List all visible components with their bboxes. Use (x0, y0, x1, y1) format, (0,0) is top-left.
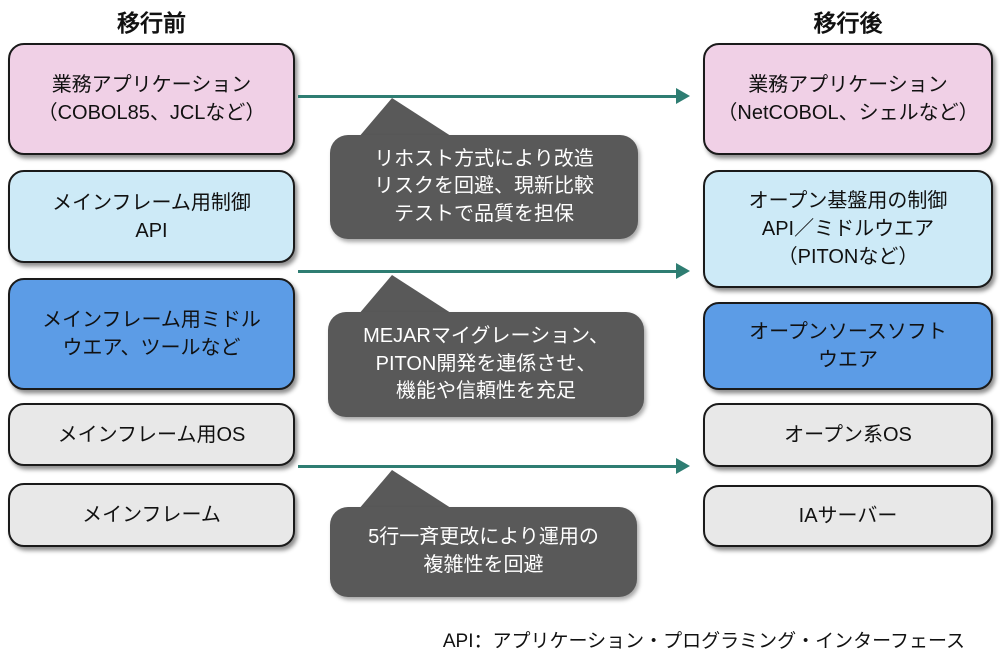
callout-renewal: 5行一斉更改により運用の 複雑性を回避 (330, 507, 637, 597)
after-box-business-app: 業務アプリケーション （NetCOBOL、シェルなど） (703, 43, 993, 155)
api-footnote: API：アプリケーション・プログラミング・インターフェース (442, 631, 965, 652)
after-box-ia-server: IAサーバー (703, 485, 993, 547)
callout-mejar: MEJARマイグレーション、 PITON開発を連係させ、 機能や信頼性を充足 (328, 312, 644, 417)
callout-tail-middle (358, 275, 454, 315)
callout-rehost: リホスト方式により改造 リスクを回避、現新比較 テストで品質を担保 (330, 135, 638, 239)
after-box-control-api: オープン基盤用の制御 API／ミドルウエア （PITONなど） (703, 170, 993, 288)
after-column-title: 移行後 (813, 10, 883, 36)
callout-tail-top (358, 98, 454, 138)
before-box-os: メインフレーム用OS (8, 403, 295, 466)
migration-arrow-top (298, 88, 690, 104)
after-box-open-os: オープン系OS (703, 403, 993, 467)
before-column-title: 移行前 (117, 10, 186, 36)
before-box-mainframe: メインフレーム (8, 483, 295, 547)
before-box-business-app: 業務アプリケーション （COBOL85、JCLなど） (8, 43, 295, 155)
before-box-control-api: メインフレーム用制御 API (8, 170, 295, 263)
after-box-oss: オープンソースソフト ウエア (703, 302, 993, 390)
migration-arrow-bottom (298, 458, 690, 474)
migration-arrow-middle (298, 263, 690, 279)
callout-tail-bottom (358, 470, 454, 510)
before-box-middleware: メインフレーム用ミドル ウエア、ツールなど (8, 278, 295, 390)
